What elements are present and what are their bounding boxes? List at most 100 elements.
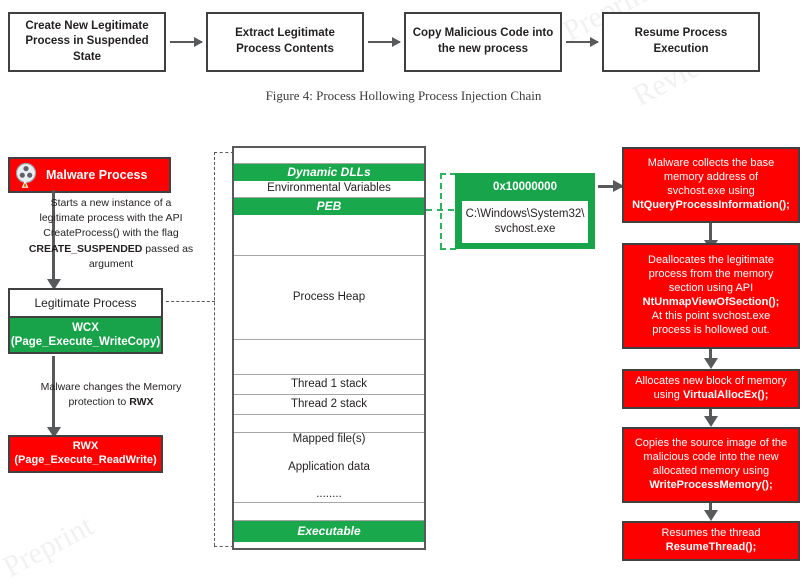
- svchost-path-line2: svchost.exe: [494, 223, 556, 235]
- step2-line3: section using API: [668, 282, 754, 295]
- chain-step-3-label: Copy Malicious Code into the new process: [412, 27, 554, 55]
- memory-row-label: Environmental Variables: [267, 182, 391, 195]
- chain-step-4-label: Resume Process Execution: [634, 27, 728, 55]
- arrow-svchost-to-step1: [598, 180, 624, 191]
- step1-api: NtQueryProcessInformation();: [632, 198, 790, 211]
- memory-row-thread-1-stack-7: Thread 1 stack: [234, 375, 424, 395]
- step4-line2: malicious code into the new: [643, 451, 779, 464]
- step2-line2: process from the memory: [648, 268, 774, 281]
- step2-line1: Deallocates the legitimate: [648, 254, 774, 267]
- note-mem-line-1: Malware changes the Memory: [40, 381, 182, 393]
- wcx-full: (Page_Execute_WriteCopy): [10, 336, 161, 348]
- step1-line2: memory address of: [663, 171, 759, 184]
- bracket-connector-bottom: [214, 546, 234, 547]
- memory-row-label: Mapped file(s): [292, 433, 366, 445]
- watermark: Preprint: [0, 509, 99, 584]
- chain-arrow-3: [566, 37, 599, 47]
- arrow-step3-to-step4: [703, 409, 718, 427]
- note-line-5: argument: [88, 257, 134, 270]
- note-line-3: CreateProcess() with the flag: [43, 227, 179, 240]
- step4-line3: allocated memory using: [652, 465, 770, 477]
- chain-step-3: Copy Malicious Code into the new process: [404, 12, 562, 72]
- chain-step-2-label: Extract Legitimate Process Contents: [235, 27, 335, 55]
- note-line-1: Starts a new instance of a: [50, 197, 172, 209]
- svchost-path: C:\Windows\System32\ svchost.exe: [462, 201, 588, 243]
- rwx-full: (Page_Execute_ReadWrite): [14, 454, 157, 466]
- svchost-module-box: 0x10000000 C:\Windows\System32\ svchost.…: [455, 173, 595, 249]
- memory-row-dynamic-dlls-1: Dynamic DLLs: [234, 164, 424, 181]
- step4-api: WriteProcessMemory();: [649, 478, 773, 491]
- wcx-abbrev: WCX: [72, 321, 99, 334]
- step5-line1: Resumes the thread: [661, 527, 761, 540]
- svchost-base-address: 0x10000000: [493, 181, 557, 193]
- step3-line1: Allocates new block of memory: [635, 375, 787, 388]
- biohazard-warning-icon: [14, 162, 40, 188]
- step3-api: VirtualAllocEx();: [682, 389, 769, 401]
- chain-arrow-1: [170, 37, 203, 47]
- note-line-2: legitimate process with the API: [39, 212, 183, 225]
- memory-row-thread-2-stack-8: Thread 2 stack: [234, 395, 424, 415]
- memory-row-label: PEB: [316, 199, 342, 214]
- memory-row-executable-12: Executable: [234, 521, 424, 542]
- step-resume-thread: Resumes the thread ResumeThread();: [622, 521, 800, 561]
- rwx-abbrev: RWX: [72, 440, 99, 453]
- memory-row-label: Thread 2 stack: [290, 397, 368, 410]
- memory-row-label: Application data: [288, 460, 370, 473]
- arrow-step4-to-step5: [703, 503, 718, 521]
- legitimate-process-label: Legitimate Process: [34, 296, 137, 310]
- wcx-protection-box: WCX (Page_Execute_WriteCopy): [8, 316, 163, 354]
- step2-line5: At this point svchost.exe: [651, 309, 771, 322]
- chain-arrow-2: [368, 37, 401, 47]
- peb-connector-vertical: [440, 173, 442, 249]
- bracket-connector-vertical: [214, 152, 215, 546]
- note-mem-line-2-pre: protection to: [68, 396, 130, 409]
- note-create-process: Starts a new instance of a legitimate pr…: [8, 196, 214, 272]
- memory-row-blank-13: [234, 542, 424, 563]
- step-allocate-memory: Allocates new block of memory using Virt…: [622, 369, 800, 409]
- arrow-step1-to-step2: [703, 223, 718, 251]
- note-memory-protection: Malware changes the Memory protection to…: [8, 380, 214, 410]
- memory-row-process-heap-5: Process Heap: [234, 256, 424, 340]
- step5-api: ResumeThread();: [665, 541, 757, 553]
- malware-process-label: Malware Process: [46, 168, 148, 182]
- arrow-malware-to-legit: [46, 190, 61, 290]
- memory-row-blank-4: [234, 215, 424, 256]
- step4-line1: Copies the source image of the: [634, 437, 788, 450]
- memory-row-blank-9: [234, 415, 424, 433]
- memory-row-blank-6: [234, 340, 424, 375]
- bracket-connector-horizontal: [166, 301, 215, 302]
- figure-caption: Figure 4: Process Hollowing Process Inje…: [265, 88, 542, 103]
- memory-row-label: Dynamic DLLs: [287, 165, 371, 180]
- memory-row-blank-0: [234, 148, 424, 164]
- chain-step-1: Create New Legitimate Process in Suspend…: [8, 12, 166, 72]
- step2-api: NtUnmapViewOfSection();: [642, 296, 780, 308]
- chain-step-2: Extract Legitimate Process Contents: [206, 12, 364, 72]
- arrow-step2-to-step3: [703, 349, 718, 369]
- peb-connector-bottom: [440, 248, 456, 250]
- svchost-path-line1: C:\Windows\System32\: [465, 208, 585, 221]
- chain-step-1-label: Create New Legitimate Process in Suspend…: [25, 19, 149, 63]
- bracket-connector-top: [214, 152, 234, 153]
- peb-connector-top: [440, 173, 456, 175]
- memory-row-peb-3: PEB: [234, 198, 424, 215]
- memory-row-mapped-file-s-application-data-10: Mapped file(s) Application data........: [234, 433, 424, 503]
- arrow-legit-to-rwx: [46, 356, 61, 438]
- memory-row-label: Process Heap: [292, 290, 366, 303]
- malware-process-box: Malware Process: [8, 157, 171, 193]
- step-write-process-memory: Copies the source image of the malicious…: [622, 427, 800, 503]
- step-deallocate-legit-process: Deallocates the legitimate process from …: [622, 243, 800, 349]
- chain-step-4: Resume Process Execution: [602, 12, 760, 72]
- step2-line6: process is hollowed out.: [652, 323, 770, 336]
- memory-row-blank-11: [234, 503, 424, 521]
- legitimate-process-box: Legitimate Process: [8, 288, 163, 316]
- memory-row-environmental-variables-2: Environmental Variables: [234, 181, 424, 198]
- step3-line2-pre: using: [653, 389, 683, 401]
- rwx-protection-box: RWX (Page_Execute_ReadWrite): [8, 435, 163, 473]
- memory-row-label: ........: [316, 488, 342, 501]
- memory-row-label: Executable: [297, 524, 361, 539]
- step-collect-base-address: Malware collects the base memory address…: [622, 147, 800, 223]
- note-mem-line-2-bold: RWX: [129, 396, 154, 409]
- note-line-4-rest: passed as: [142, 242, 194, 255]
